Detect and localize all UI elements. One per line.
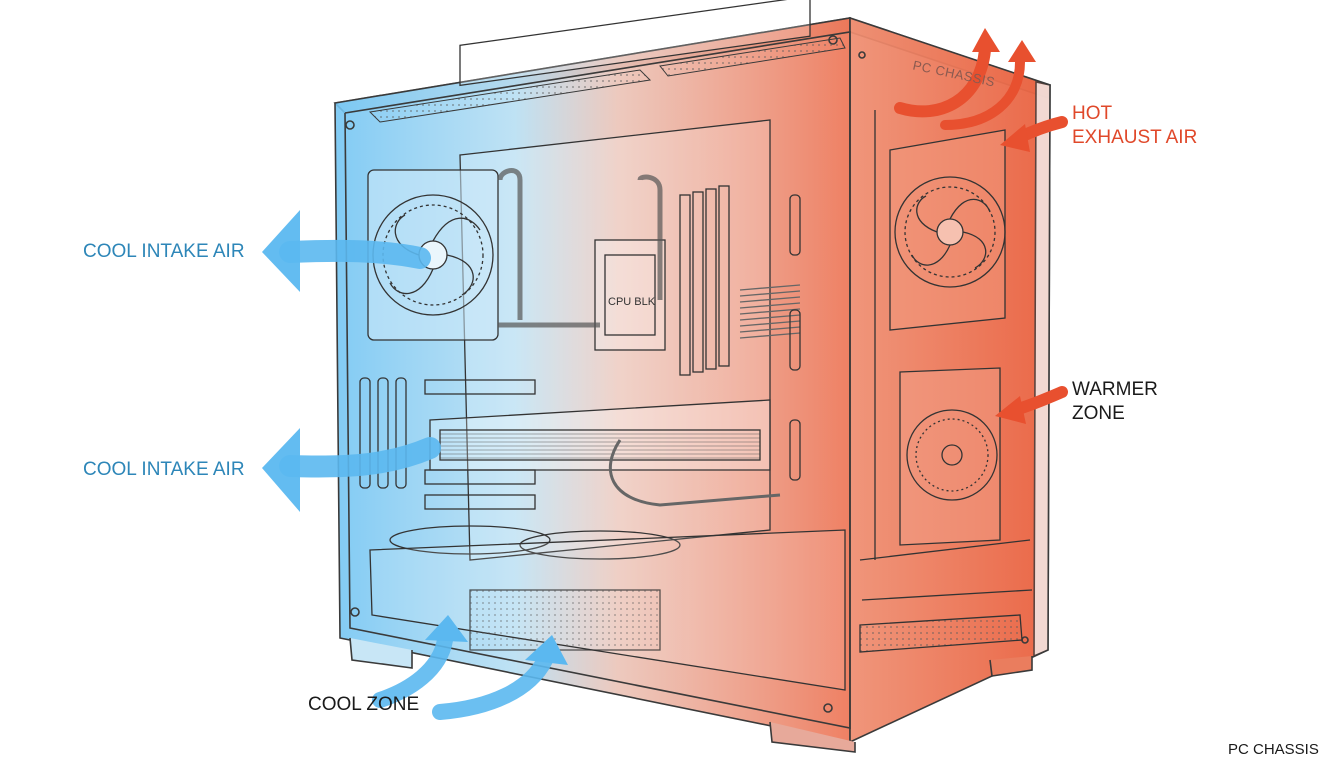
chassis-foot	[989, 656, 1033, 677]
footer-caption: PC CHASSIS	[1228, 741, 1319, 758]
cool-zone-arrow-left	[372, 632, 453, 708]
hot-exhaust-arrow-1	[894, 44, 991, 118]
cpu-block-label: CPU BLK	[608, 296, 656, 308]
cpu-water-block	[497, 168, 666, 351]
top-radiator	[459, 0, 811, 87]
warmer-zone-label-line2: ZONE	[1072, 403, 1125, 424]
chassis-foot	[769, 721, 856, 753]
ram-modules	[679, 185, 730, 376]
hot-exhaust-arrow-2	[940, 57, 1025, 130]
cool-intake-arrow-bottom	[279, 437, 441, 478]
graphics-card	[429, 399, 781, 507]
cool-intake-arrow-top	[279, 239, 431, 269]
bottom-mesh	[469, 589, 661, 651]
interior-components	[359, 0, 846, 691]
pcie-slot-covers	[359, 377, 536, 510]
hot-exhaust-label-line1: HOT	[1072, 103, 1113, 124]
cool-zone-arrow-right	[432, 652, 553, 720]
cool-intake-air-label-top: COOL INTAKE AIR	[83, 241, 245, 262]
cool-intake-air-label-bottom: COOL INTAKE AIR	[83, 459, 245, 480]
airflow-arrows	[262, 28, 1068, 720]
exhaust-fan-side	[889, 129, 1006, 331]
cool-intake-arrowhead	[262, 210, 300, 292]
warm-zone-fan	[899, 367, 1001, 546]
top-vent-mesh	[368, 37, 846, 123]
power-cable-bundle	[739, 284, 801, 339]
cool-intake-arrowhead	[262, 428, 300, 512]
chassis-foot	[349, 637, 413, 669]
glass-edge	[1033, 81, 1051, 658]
cool-zone-label: COOL ZONE	[308, 694, 420, 715]
side-components	[859, 110, 1033, 653]
hot-exhaust-label-line2: EXHAUST AIR	[1072, 127, 1198, 148]
warmer-zone-label-line1: WARMER	[1072, 379, 1158, 400]
bottom-fans	[389, 525, 681, 560]
